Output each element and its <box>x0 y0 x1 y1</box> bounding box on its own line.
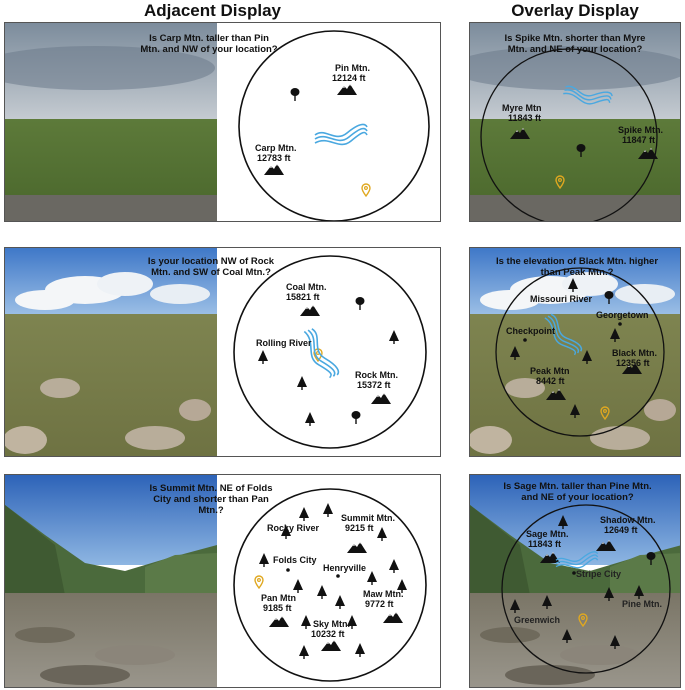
label-stripe-city: Stripe City <box>576 569 621 579</box>
label-rolling-river: Rolling River <box>256 338 312 348</box>
map-circle <box>238 30 430 221</box>
label-sky-mtn: Sky Mtn. <box>313 619 350 629</box>
label-myre-mtn: Myre Mtn <box>502 103 542 113</box>
adjacent-display-title: Adjacent Display <box>144 1 281 20</box>
label-rock-mtn: Rock Mtn. <box>355 370 398 380</box>
label-greenwich: Greenwich <box>514 615 560 625</box>
label-rocky-river: Rocky River <box>267 523 320 533</box>
label-pan-mtn: Pan Mtn <box>261 593 296 603</box>
row3-overlay-panel: Sage Mtn. 11843 ft Shadow Mtn. 12649 ft … <box>469 474 681 688</box>
label-carp-mtn: Carp Mtn. <box>255 143 297 153</box>
label-georgetown: Georgetown <box>596 310 649 320</box>
question-text: Is Summit Mtn. NE of Folds City and shor… <box>149 483 273 516</box>
label-black-elev: 12356 ft <box>616 358 650 368</box>
map-circle <box>495 267 665 437</box>
row2-adjacent-scene: Coal Mtn. 15821 ft Rolling River Rock Mt… <box>5 248 427 456</box>
city-dot <box>618 322 622 326</box>
label-spike-mtn: Spike Mtn. <box>618 125 663 135</box>
label-summit-mtn: Summit Mtn. <box>341 513 395 523</box>
label-pin-mtn: Pin Mtn. <box>335 63 370 73</box>
label-summit-elev: 9215 ft <box>345 523 374 533</box>
row2-overlay-panel: Missouri River Checkpoint Georgetown Bla… <box>469 247 681 457</box>
city-dot <box>286 568 290 572</box>
label-pin-elev: 12124 ft <box>332 73 366 83</box>
label-myre-elev: 11843 ft <box>508 113 541 123</box>
question-text: Is your location NW of Rock Mtn. and SW … <box>147 256 275 278</box>
label-henryville: Henryville <box>323 563 366 573</box>
row1-overlay-scene: Myre Mtn 11843 ft Spike Mtn. 11847 ft <box>470 23 680 221</box>
city-dot <box>523 338 527 342</box>
row3-adjacent-scene: Rocky River Summit Mtn. 9215 ft Folds Ci… <box>5 475 427 687</box>
label-pine-mtn: Pine Mtn. <box>622 599 662 609</box>
label-black-mtn: Black Mtn. <box>612 348 657 358</box>
question-text: Is Sage Mtn. taller than Pine Mtn. and N… <box>503 481 652 503</box>
label-carp-elev: 12783 ft <box>257 153 291 163</box>
label-sky-elev: 10232 ft <box>311 629 345 639</box>
label-maw-elev: 9772 ft <box>365 599 394 609</box>
label-peak-elev: 8442 ft <box>536 376 565 386</box>
label-sage-elev: 11843 ft <box>528 539 561 549</box>
label-pan-elev: 9185 ft <box>263 603 292 613</box>
label-maw-mtn: Maw Mtn. <box>363 589 404 599</box>
label-coal-elev: 15821 ft <box>286 292 320 302</box>
label-shadow-mtn: Shadow Mtn. <box>600 515 656 525</box>
label-coal-mtn: Coal Mtn. <box>286 282 327 292</box>
map-circle <box>480 48 658 221</box>
city-dot <box>336 574 340 578</box>
overlay-display-title: Overlay Display <box>511 1 639 20</box>
row3-adjacent-panel: Rocky River Summit Mtn. 9215 ft Folds Ci… <box>4 474 441 688</box>
grass-photo <box>5 119 217 201</box>
question-text: Is Spike Mtn. shorter than Myre Mtn. and… <box>504 33 646 55</box>
question-text: Is Carp Mtn. taller than Pin Mtn. and NW… <box>140 33 278 55</box>
row1-adjacent-scene: Pin Mtn. 12124 ft Carp Mtn. 12783 ft <box>5 23 430 221</box>
row2-adjacent-panel: Coal Mtn. 15821 ft Rolling River Rock Mt… <box>4 247 441 457</box>
label-shadow-elev: 12649 ft <box>604 525 638 535</box>
row1-overlay-panel: Myre Mtn 11843 ft Spike Mtn. 11847 ft Is… <box>469 22 681 222</box>
label-sage-mtn: Sage Mtn. <box>526 529 569 539</box>
label-peak-mtn: Peak Mtn <box>530 366 570 376</box>
label-rock-elev: 15372 ft <box>357 380 391 390</box>
row1-adjacent-panel: Pin Mtn. 12124 ft Carp Mtn. 12783 ft Is … <box>4 22 441 222</box>
label-folds-city: Folds City <box>273 555 317 565</box>
label-checkpoint: Checkpoint <box>506 326 555 336</box>
road-photo <box>5 195 217 221</box>
map-circle <box>233 488 427 682</box>
question-text: Is the elevation of Black Mtn. higher th… <box>495 256 659 278</box>
map-circle <box>501 504 671 674</box>
city-dot <box>572 571 576 575</box>
label-missouri-river: Missouri River <box>530 294 593 304</box>
row3-overlay-scene: Sage Mtn. 11843 ft Shadow Mtn. 12649 ft … <box>470 475 680 687</box>
label-spike-elev: 11847 ft <box>622 135 655 145</box>
row2-overlay-scene: Missouri River Checkpoint Georgetown Bla… <box>470 248 680 456</box>
